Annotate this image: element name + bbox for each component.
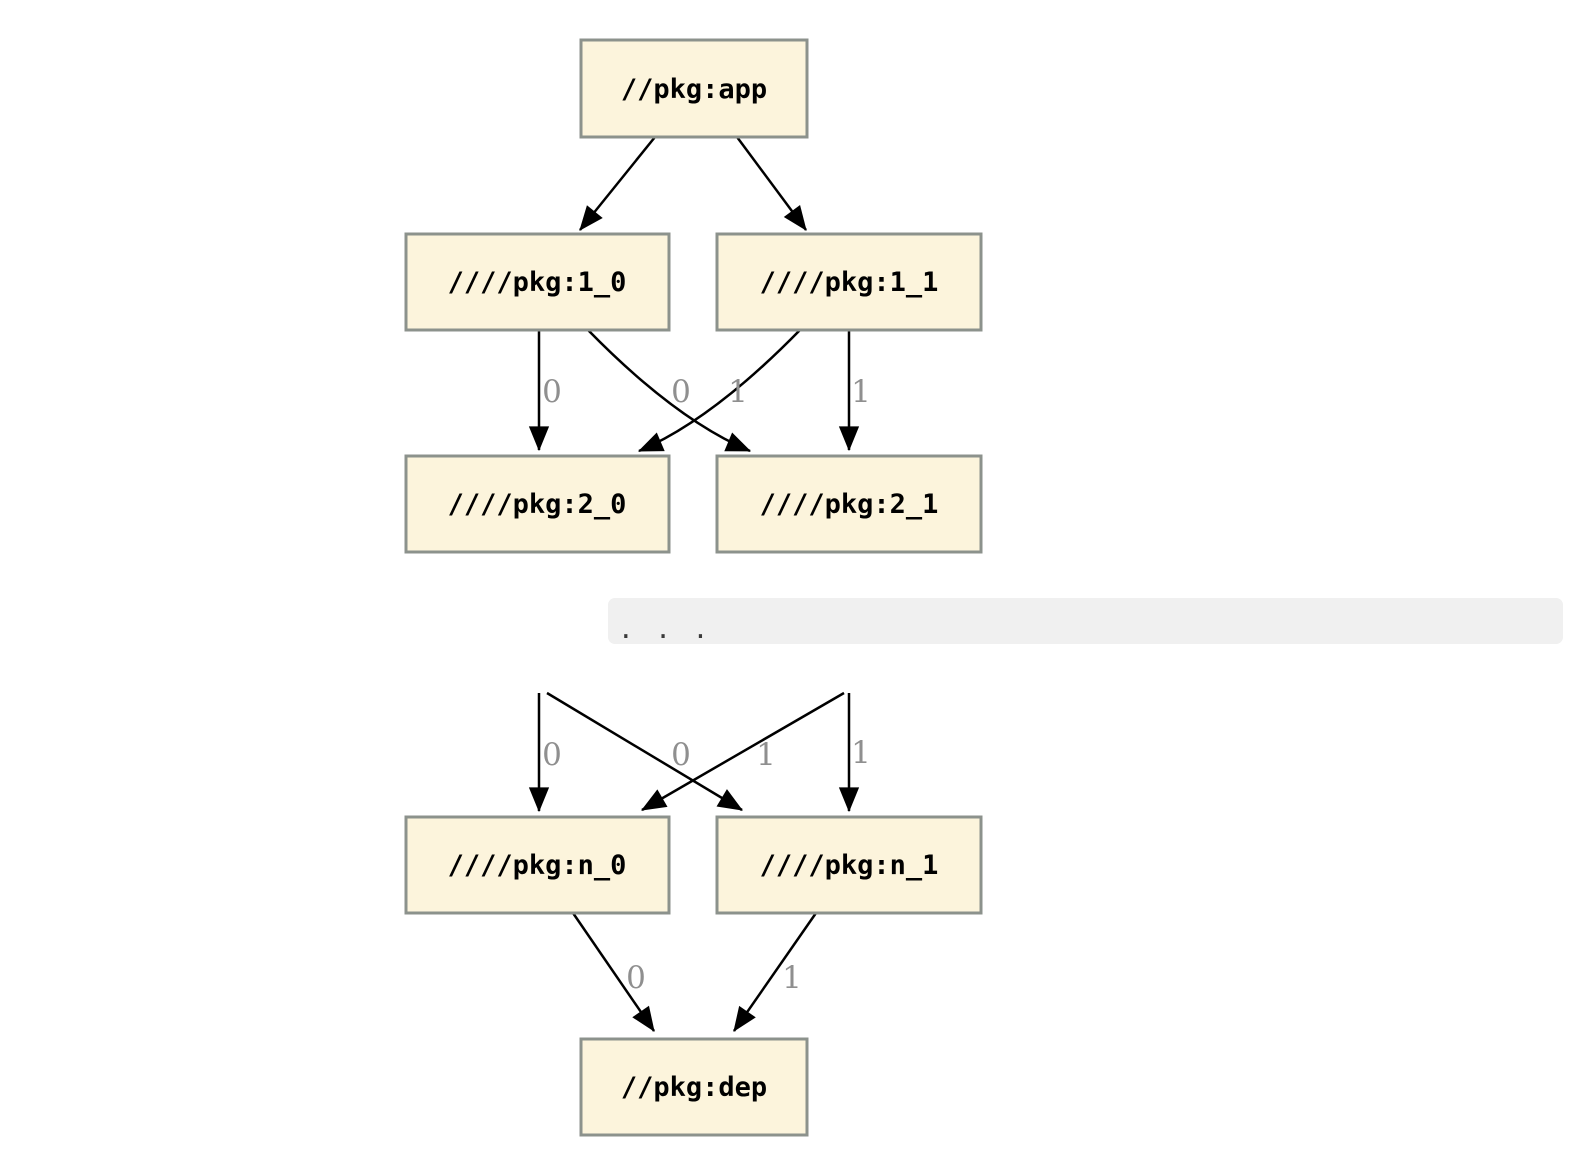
node-2_1: ////pkg:2_1 bbox=[715, 454, 983, 554]
node-1_1-box bbox=[715, 232, 983, 332]
node-app: //pkg:app bbox=[579, 38, 809, 139]
edge-n_0-to-dep bbox=[571, 912, 656, 1032]
edge-label-elided-1-to-n_1: 1 bbox=[851, 735, 871, 771]
node-n_1-label: ////pkg:n_1 bbox=[760, 850, 939, 881]
edge-label-1_0-to-2_0: 0 bbox=[542, 374, 562, 410]
edge-elided-1-to-n_0 bbox=[641, 691, 845, 812]
edge-app-to-1_1 bbox=[735, 136, 808, 231]
node-1_0-box bbox=[404, 232, 671, 332]
edge-label-elided-1-to-n_0: 1 bbox=[756, 737, 776, 773]
edge-1_1-to-2_0 bbox=[637, 329, 801, 453]
node-dep-box bbox=[579, 1037, 809, 1137]
node-app-box bbox=[579, 38, 809, 139]
node-1_0: ////pkg:1_0 bbox=[404, 232, 671, 332]
edge-label-n_1-to-dep: 1 bbox=[782, 960, 802, 996]
edge-label-1_1-to-2_1: 1 bbox=[851, 374, 871, 410]
node-2_0-label: ////pkg:2_0 bbox=[448, 489, 627, 520]
node-dep-label: //pkg:dep bbox=[621, 1072, 767, 1103]
node-2_0: ////pkg:2_0 bbox=[404, 454, 671, 554]
node-1_1-label: ////pkg:1_1 bbox=[760, 267, 939, 298]
node-n_0-label: ////pkg:n_0 bbox=[448, 850, 627, 881]
edge-label-elided-0-to-n_0: 0 bbox=[542, 737, 562, 773]
edge-1_0-to-2_1 bbox=[587, 329, 752, 453]
elided-levels-ellipsis: . . . bbox=[618, 615, 711, 645]
node-1_1: ////pkg:1_1 bbox=[715, 232, 983, 332]
edge-label-1_1-to-2_0: 1 bbox=[728, 374, 748, 410]
elided-levels-band bbox=[608, 598, 1563, 644]
node-n_0: ////pkg:n_0 bbox=[404, 815, 671, 915]
node-n_1: ////pkg:n_1 bbox=[715, 815, 983, 915]
node-app-label: //pkg:app bbox=[621, 74, 767, 105]
edge-label-1_0-to-2_1: 0 bbox=[671, 374, 691, 410]
node-n_1-box bbox=[715, 815, 983, 915]
node-2_1-label: ////pkg:2_1 bbox=[760, 489, 939, 520]
node-2_1-box bbox=[715, 454, 983, 554]
node-1_0-label: ////pkg:1_0 bbox=[448, 267, 627, 298]
node-2_0-box bbox=[404, 454, 671, 554]
edge-label-elided-0-to-n_1: 0 bbox=[671, 737, 691, 773]
edge-app-to-1_0 bbox=[579, 136, 656, 231]
node-n_0-box bbox=[404, 815, 671, 915]
edge-elided-0-to-n_1 bbox=[546, 691, 743, 812]
edge-n_1-to-dep bbox=[732, 912, 818, 1032]
edge-label-n_0-to-dep: 0 bbox=[626, 960, 646, 996]
node-dep: //pkg:dep bbox=[579, 1037, 809, 1137]
